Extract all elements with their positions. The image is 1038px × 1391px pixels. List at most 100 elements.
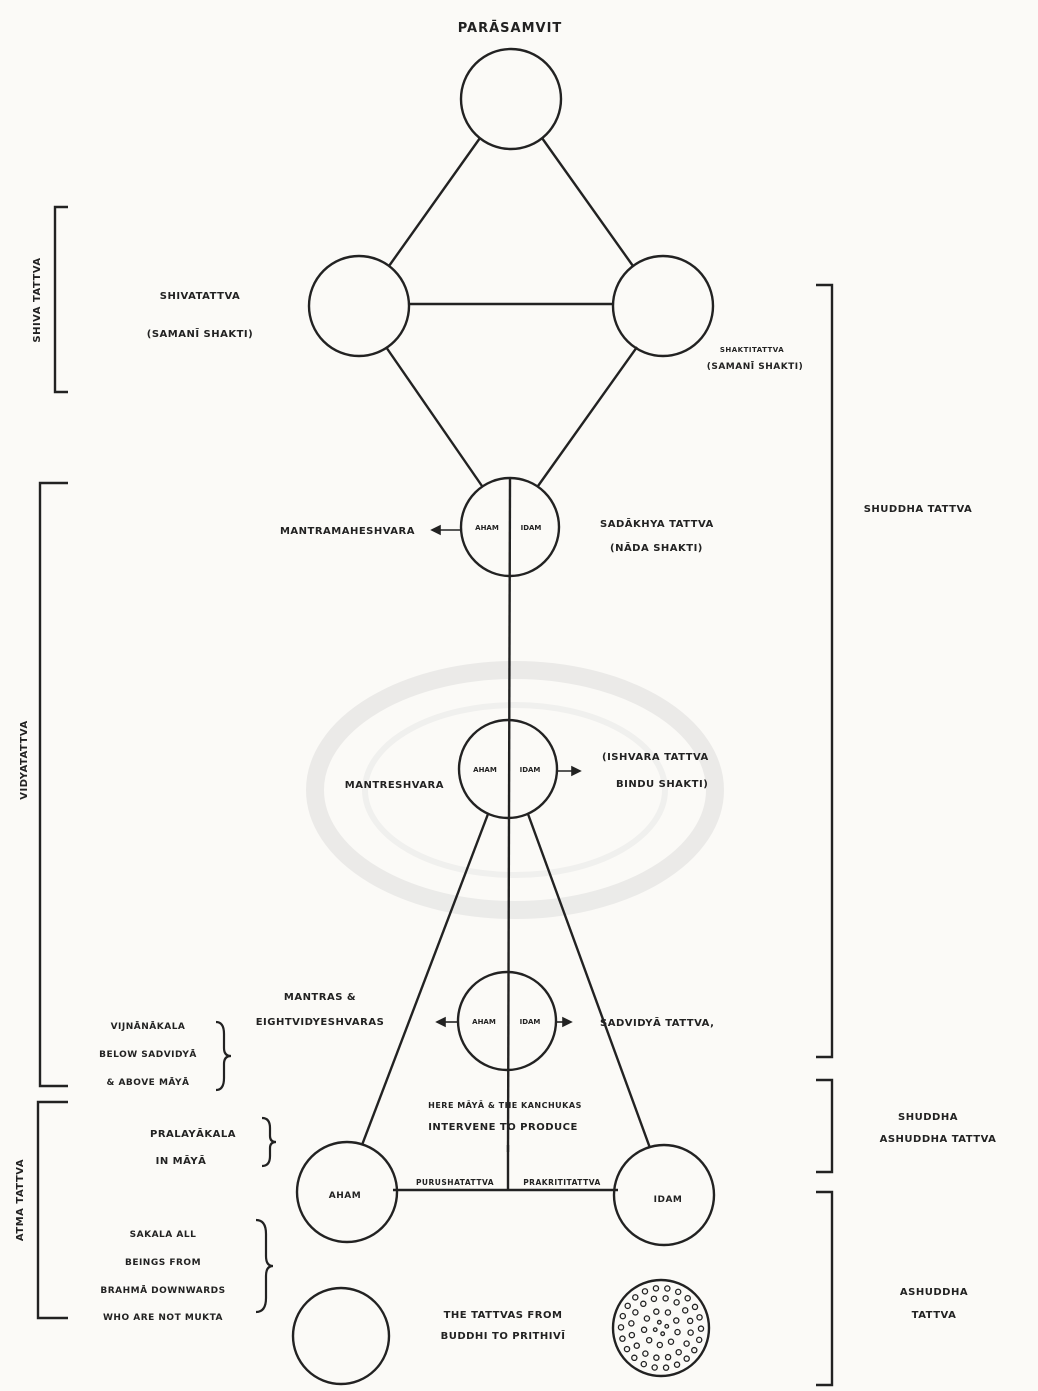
ashuddha-label-2: TATTVA (912, 1310, 957, 1321)
nada-shakti-label: (NĀDA SHAKTI) (610, 541, 703, 554)
aham-label: AHAM (329, 1191, 361, 1201)
dot (647, 1338, 652, 1343)
atma-tattva-bracket-label: ATMA TATTVA (15, 1159, 26, 1241)
ashuddha-label: ASHUDDHA (900, 1287, 968, 1298)
dot (629, 1332, 634, 1337)
shakti-label: SHAKTITATTVA (720, 346, 784, 354)
dot (653, 1328, 657, 1332)
purusha-label: PURUSHATATTVA (416, 1178, 494, 1187)
dot (697, 1315, 702, 1320)
dot (641, 1327, 646, 1332)
sadvidya-idam: IDAM (520, 1018, 541, 1026)
dot (633, 1295, 638, 1300)
pralayakala-label-2: IN MĀYĀ (156, 1154, 207, 1167)
dot (618, 1325, 623, 1330)
dot (661, 1332, 665, 1336)
mantreshvara-label: MANTRESHVARA (345, 780, 444, 791)
dot (629, 1321, 634, 1326)
dot (651, 1296, 656, 1301)
dot (633, 1310, 638, 1315)
dot (642, 1289, 647, 1294)
sakala-label: SAKALA ALL (130, 1230, 197, 1240)
bindu-shakti-label: BINDU SHAKTI) (616, 779, 708, 790)
shakti-sublabel: (SAMANĪ SHAKTI) (707, 361, 804, 372)
dot (653, 1286, 658, 1291)
dot (663, 1296, 668, 1301)
shiva-label: SHIVATATTVA (160, 291, 241, 302)
bracket-shiva-tattva (55, 207, 68, 392)
dot (665, 1310, 670, 1315)
bracket-atma-tattva (38, 1102, 68, 1318)
dot (684, 1341, 689, 1346)
tattvas-dotted-circle (613, 1280, 709, 1376)
dot (675, 1330, 680, 1335)
dot (624, 1346, 629, 1351)
bracket-shuddha-ashuddha (816, 1080, 832, 1172)
dot (663, 1365, 668, 1370)
dots-pattern (618, 1286, 703, 1371)
title-parasamvit: PARĀSAMVIT (458, 21, 563, 36)
vidyeshvaras-label: EIGHTVIDYESHVARAS (256, 1017, 385, 1028)
shuddha-tattva-label: SHUDDHA TATTVA (864, 504, 973, 515)
idam-label: IDAM (654, 1195, 683, 1205)
ishvara-label: (ISHVARA TATTVA (602, 752, 709, 763)
dot (644, 1316, 649, 1321)
vidyatattva-bracket-label: VIDYATATTVA (19, 720, 30, 799)
dot (676, 1350, 681, 1355)
dot (658, 1320, 662, 1324)
dot (641, 1362, 646, 1367)
sakala-circle (293, 1288, 389, 1384)
bracket-ashuddha (816, 1192, 832, 1385)
vertical-axis (508, 478, 510, 1152)
dot (692, 1304, 697, 1309)
dot (620, 1336, 625, 1341)
dot (657, 1342, 662, 1347)
edge (389, 138, 480, 266)
dot (668, 1339, 673, 1344)
mantras-label: MANTRAS & (284, 992, 356, 1003)
dot (698, 1326, 703, 1331)
arrow-right-icon (563, 1018, 571, 1026)
sadakhya-idam: IDAM (521, 524, 542, 532)
pralayakala-label: PRALAYĀKALA (150, 1127, 236, 1140)
dot (685, 1296, 690, 1301)
dot (665, 1286, 670, 1291)
parasamvit-circle (461, 49, 561, 149)
sakala-label-4: WHO ARE NOT MUKTA (103, 1313, 223, 1323)
sakala-label-2: BEINGS FROM (125, 1258, 201, 1268)
brace-pralayakala (262, 1118, 276, 1166)
sadakhya-label: SADĀKHYA TATTVA (600, 517, 714, 530)
edge (538, 347, 637, 486)
vijnanakala-label-3: & ABOVE MĀYĀ (106, 1077, 189, 1088)
dot (674, 1318, 679, 1323)
sadvidya-label: SADVIDYĀ TATTVA, (600, 1016, 714, 1029)
dot (625, 1303, 630, 1308)
vijnanakala-label-2: BELOW SADVIDYĀ (99, 1049, 197, 1060)
shakti-tattva-circle (613, 256, 713, 356)
edge (542, 138, 633, 266)
shiva-tattva-bracket-label: SHIVA TATTVA (32, 257, 43, 342)
dot (676, 1289, 681, 1294)
arrow-right-icon (572, 767, 580, 775)
buddhi-label: THE TATTVAS FROM (444, 1310, 563, 1321)
dot (683, 1308, 688, 1313)
ishvara-aham: AHAM (473, 766, 497, 774)
dot (674, 1300, 679, 1305)
edge (386, 347, 482, 486)
dot (654, 1355, 659, 1360)
dot (643, 1351, 648, 1356)
brace-sakala (256, 1220, 273, 1312)
shiva-sublabel: (SAMANĪ SHAKTI) (147, 327, 253, 340)
bracket-vidyatattva (40, 483, 68, 1086)
brace-vijnanakala (216, 1022, 231, 1090)
dot (641, 1301, 646, 1306)
shuddha-ashuddha-label-2: ASHUDDHA TATTVA (880, 1134, 997, 1145)
dot (654, 1309, 659, 1314)
dot (620, 1314, 625, 1319)
maya-note-2: INTERVENE TO PRODUCE (428, 1122, 578, 1133)
arrow-left-icon (437, 1018, 445, 1026)
sakala-label-3: BRAHMĀ DOWNWARDS (100, 1285, 225, 1296)
mantramaheshvara-label: MANTRAMAHESHVARA (280, 526, 415, 537)
dot (688, 1330, 693, 1335)
shuddha-ashuddha-label: SHUDDHA (898, 1112, 958, 1123)
